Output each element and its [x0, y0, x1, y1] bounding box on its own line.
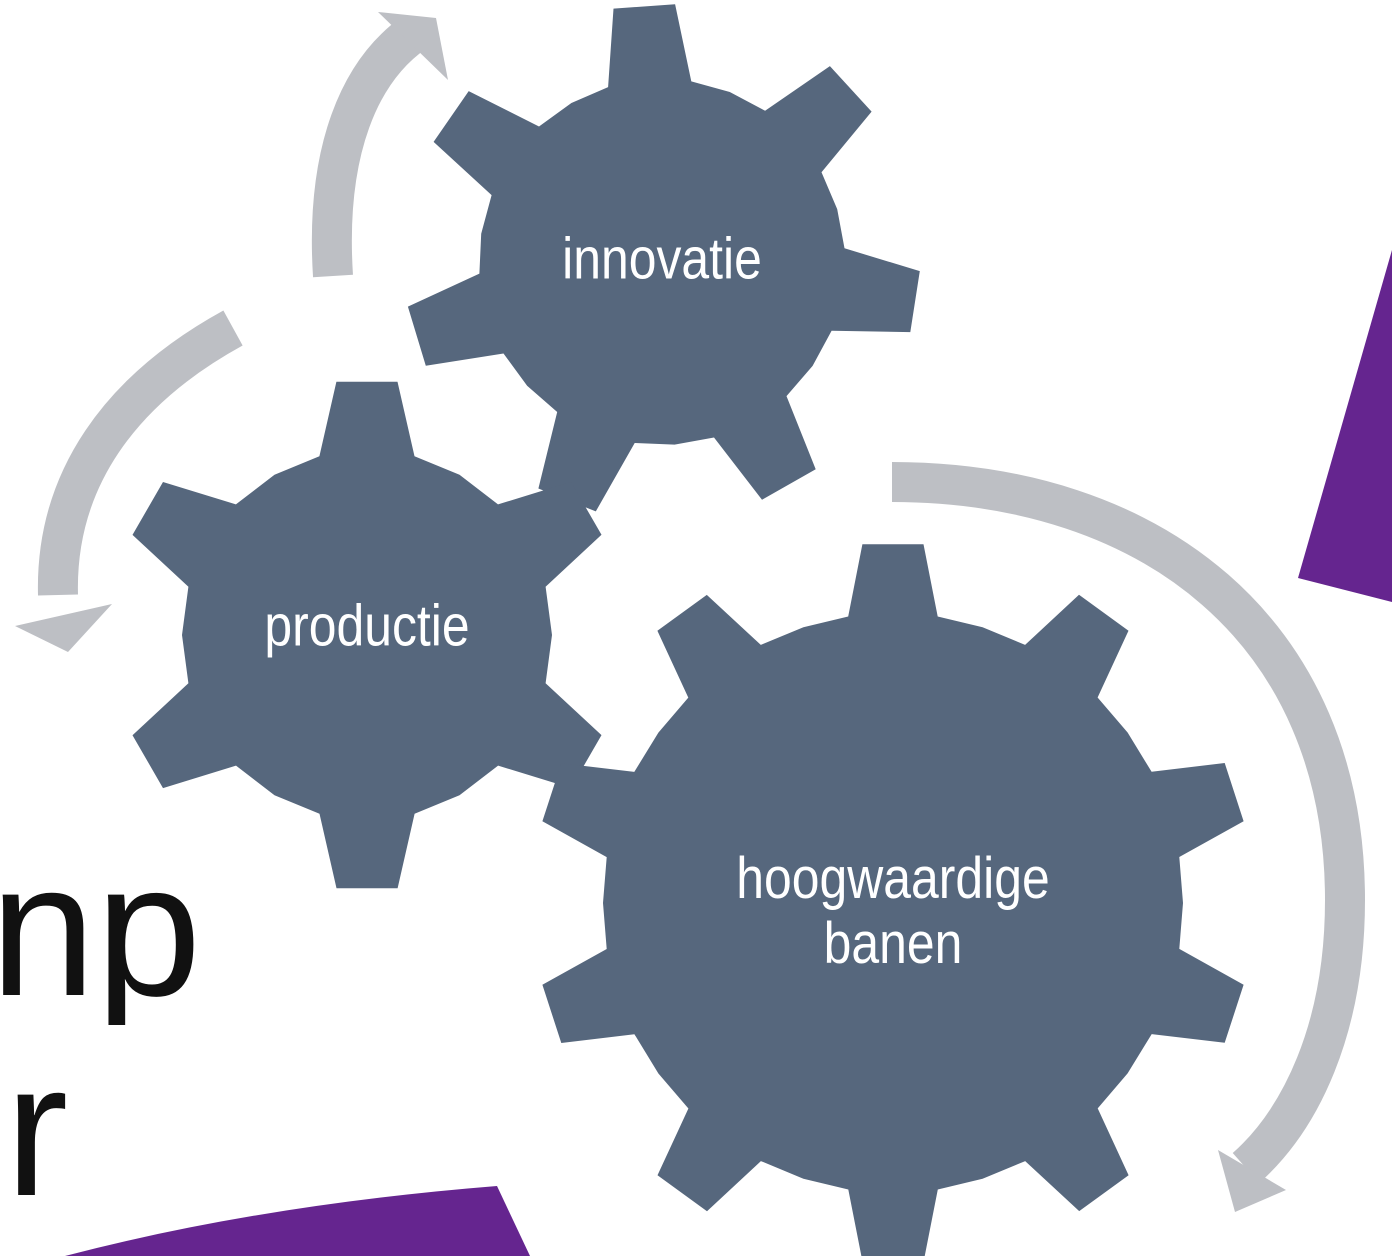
arrow-to-innovatie: [311, 15, 427, 278]
arrow-to-innovatie-head: [378, 12, 448, 80]
gear-label-line: innovatie: [562, 226, 762, 292]
gear-productie: [132, 381, 602, 889]
gear-label-productie: productie: [264, 593, 470, 660]
gear-label-innovatie: innovatie: [562, 226, 762, 293]
gear-label-line: hoogwaardige: [736, 846, 1050, 912]
cycle-arrows: [15, 12, 1366, 1212]
arrow-to-hoogwaardige-banen: [891, 462, 1366, 1183]
gear-label-line: productie: [264, 593, 470, 659]
purple-accent-right: [1298, 250, 1392, 602]
arrow-to-productie: [37, 310, 243, 596]
background-text-line-2: r: [5, 1035, 69, 1225]
gear-label-line: banen: [823, 911, 963, 976]
arrow-to-hoogwaardige-banen-head: [1218, 1150, 1286, 1212]
gear-hoogwaardige-banen: [542, 544, 1244, 1256]
arrow-to-productie-head: [15, 604, 112, 652]
background-text-line-1: np: [0, 835, 202, 1025]
gear-innovatie: [407, 4, 920, 512]
purple-accent-bottom: [65, 1186, 530, 1256]
gear-label-hoogwaardige-banen: hoogwaardige banen: [736, 846, 1050, 977]
